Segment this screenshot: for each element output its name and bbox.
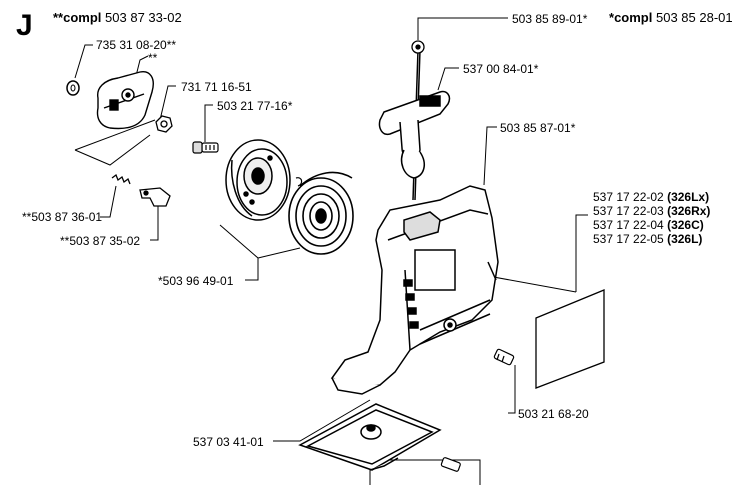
- label-503-85-87-01: 503 85 87-01*: [500, 121, 576, 135]
- starter-handle-part: [378, 90, 451, 179]
- circlip-part: [66, 80, 80, 96]
- label-503-85-89-01: 503 85 89-01*: [512, 12, 588, 26]
- variant-326c: 537 17 22-04 (326C): [593, 219, 704, 231]
- label-537-03-41-01: 537 03 41-01: [193, 435, 264, 449]
- rope-clip-part: [411, 40, 425, 54]
- label-735-31-08-20: 735 31 08-20**: [96, 38, 177, 52]
- variant-model: (326L): [667, 232, 703, 246]
- nut-part: [155, 115, 173, 133]
- bottom-plate-part: [298, 403, 442, 471]
- kit-compl-left: **compl 503 87 33-02: [53, 10, 182, 25]
- variant-326rx: 537 17 22-03 (326Rx): [593, 205, 710, 217]
- starter-pulley-part: [225, 139, 291, 221]
- label-537-00-84-01: 537 00 84-01*: [463, 62, 539, 76]
- label-503-96-49-01: *503 96 49-01: [158, 274, 234, 288]
- label-503-87-36-01: **503 87 36-01: [22, 210, 103, 224]
- pawl-hook-part: [295, 177, 303, 187]
- recoil-spring-part: [288, 171, 354, 255]
- variant-number: 537 17 22-04: [593, 218, 664, 232]
- label-double-star: **: [148, 51, 158, 65]
- variant-326lx: 537 17 22-02 (326Lx): [593, 191, 709, 203]
- starter-housing-part: [330, 185, 499, 395]
- pawl-part: [139, 187, 171, 207]
- decal-part: [535, 289, 605, 389]
- kit-left-word: compl: [63, 10, 102, 25]
- variant-number: 537 17 22-05: [593, 232, 664, 246]
- kit-right-number: 503 85 28-01: [655, 10, 733, 25]
- variant-model: (326C): [667, 218, 704, 232]
- pawl-spring-part: [111, 173, 131, 185]
- variant-number: 537 17 22-02: [593, 190, 664, 204]
- kit-right-prefix: *: [609, 10, 615, 25]
- screw-part: [192, 141, 219, 154]
- variant-326l: 537 17 22-05 (326L): [593, 233, 702, 245]
- label-731-71-16-51: 731 71 16-51: [181, 80, 252, 94]
- kit-left-prefix: **: [53, 10, 64, 25]
- variant-model: (326Rx): [667, 204, 711, 218]
- variant-number: 537 17 22-03: [593, 204, 664, 218]
- section-letter: J: [16, 9, 33, 42]
- kit-right-word: compl: [614, 10, 653, 25]
- label-503-21-77-16: 503 21 77-16*: [217, 99, 293, 113]
- plate-screw-part: [440, 457, 461, 472]
- kit-compl-right: *compl 503 85 28-01: [609, 10, 733, 25]
- spring-cover-part: [96, 71, 154, 130]
- kit-left-number: 503 87 33-02: [105, 10, 182, 25]
- label-503-21-68-20: 503 21 68-20: [518, 407, 589, 421]
- label-503-87-35-02: **503 87 35-02: [60, 234, 141, 248]
- housing-screw-part: [493, 348, 515, 366]
- variant-model: (326Lx): [667, 190, 710, 204]
- leader-lines: [74, 17, 588, 485]
